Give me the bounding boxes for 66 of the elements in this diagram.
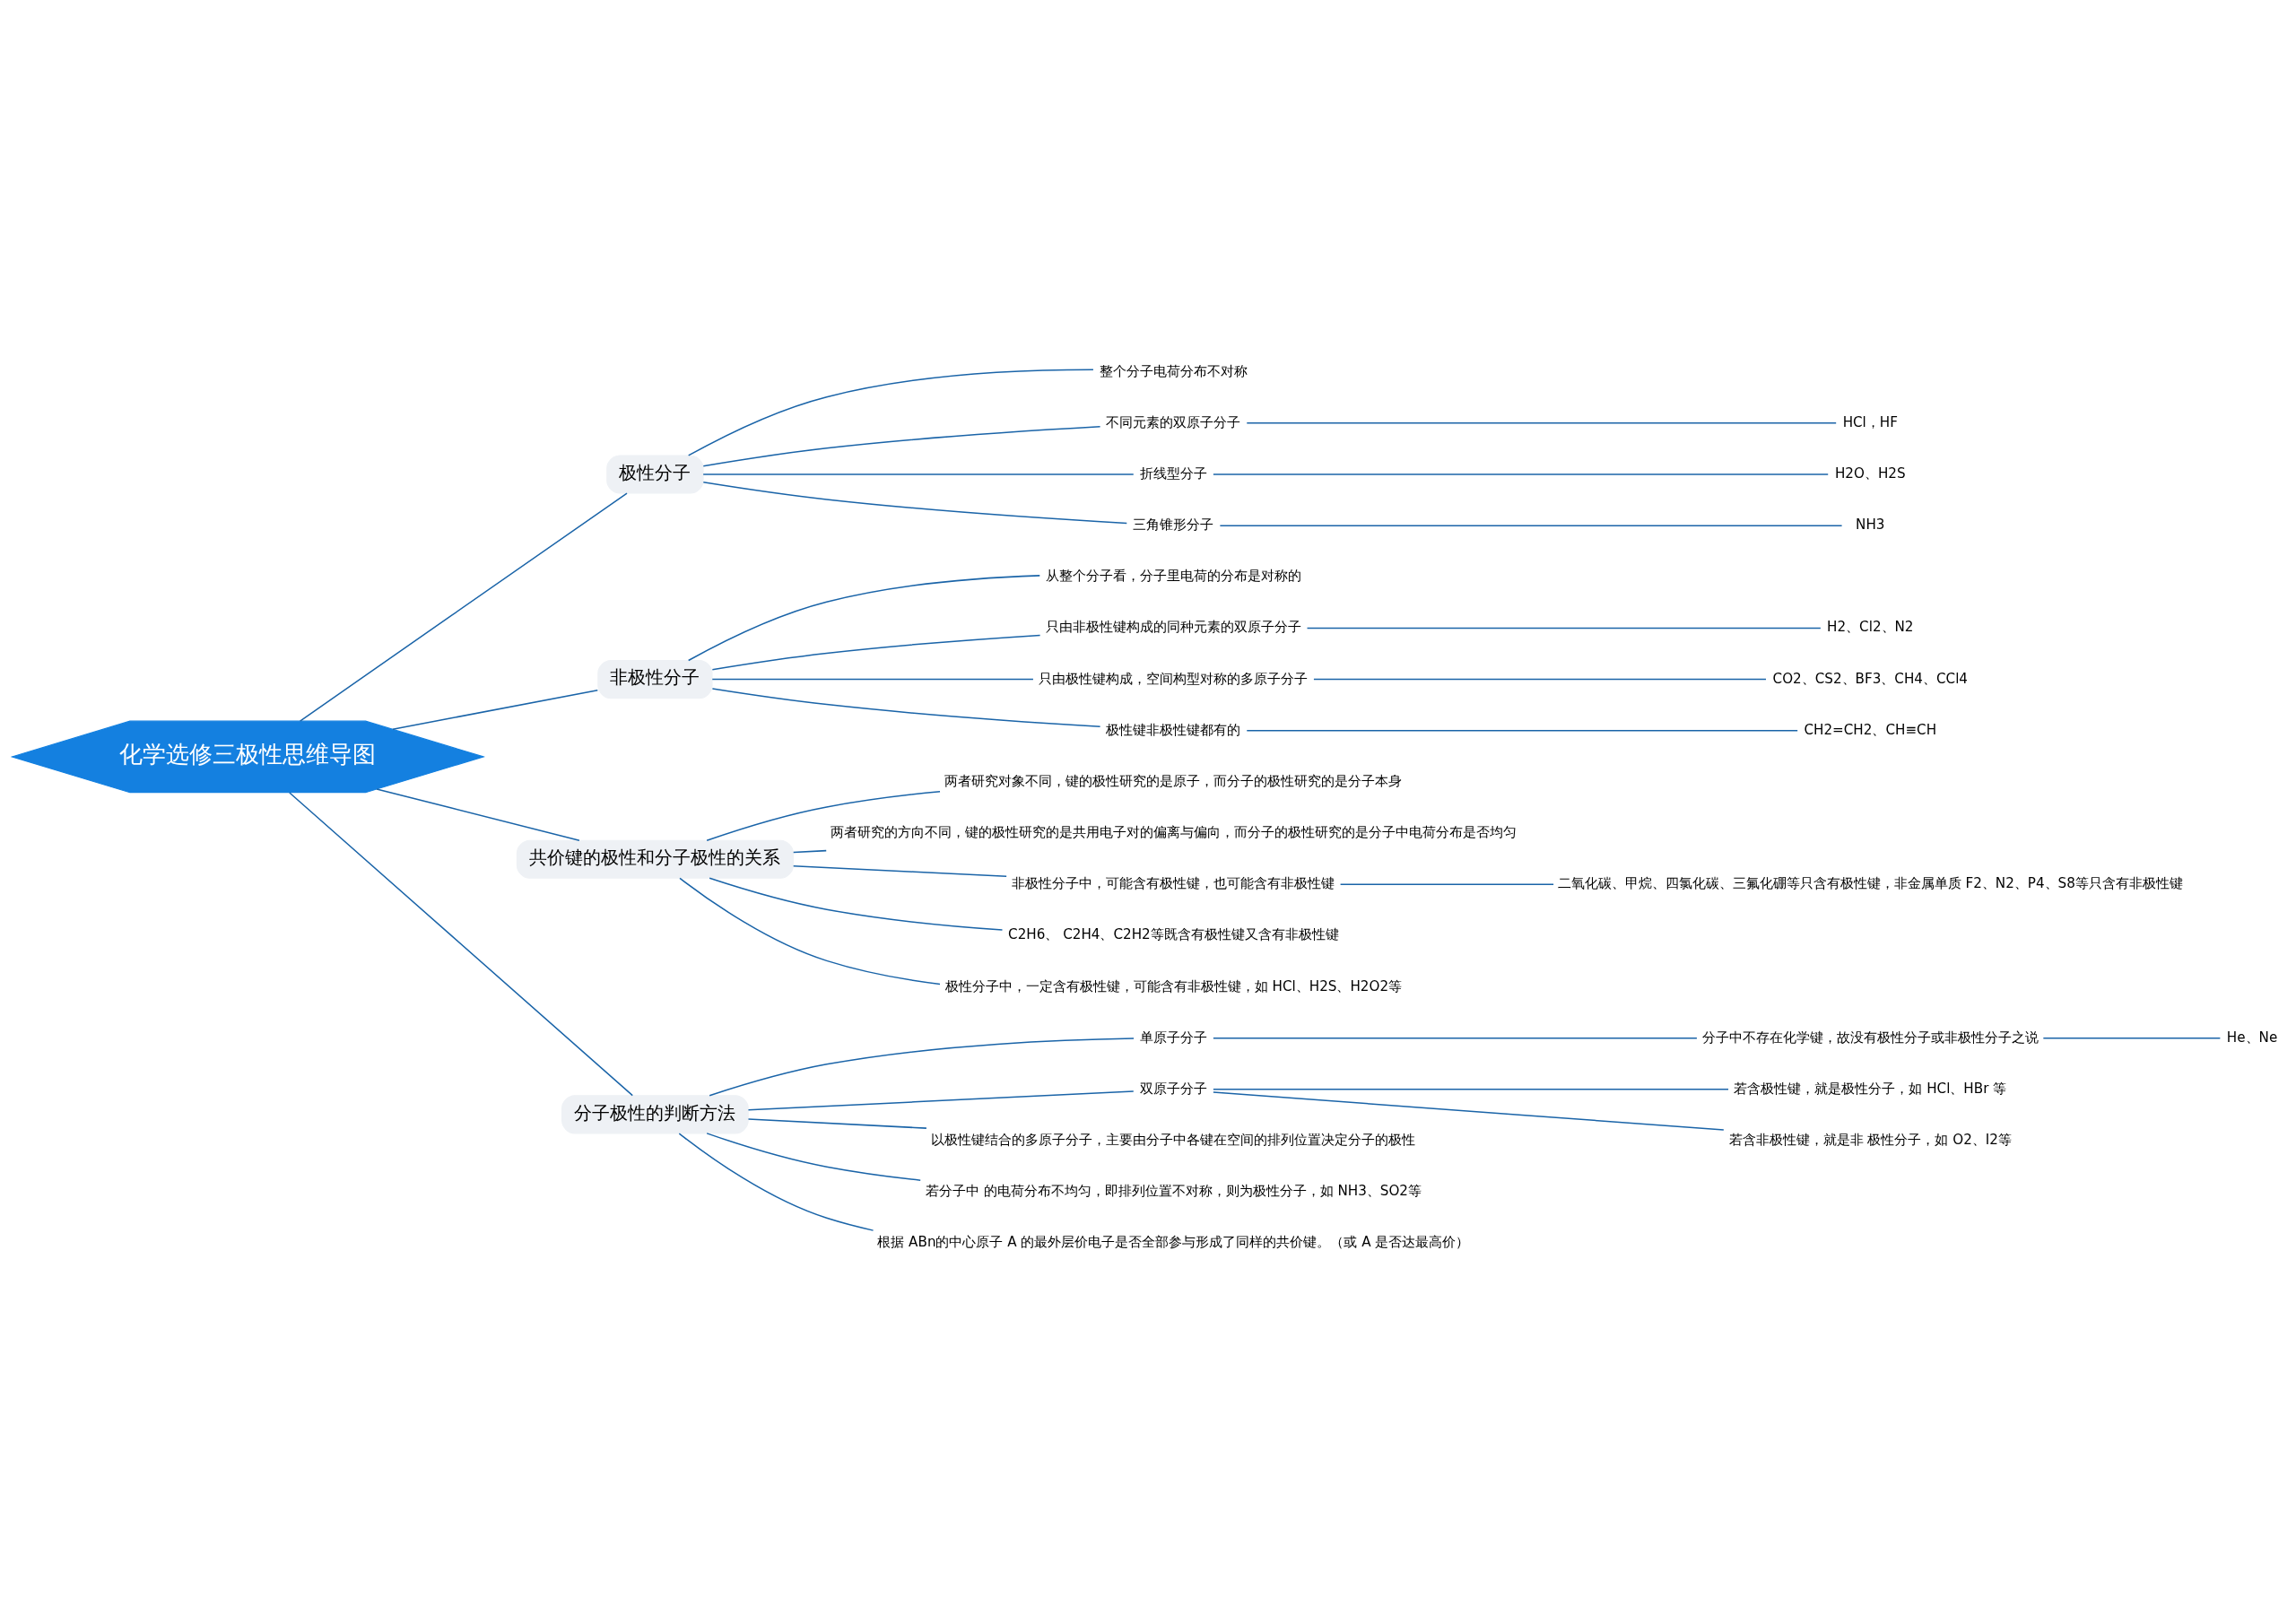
connector — [711, 634, 1041, 671]
connector — [1339, 883, 1554, 885]
node-text: 整个分子电荷分布不对称 — [1099, 362, 1248, 379]
node-text: 若含极性键，就是极性分子，如 HCl、HBr 等 — [1734, 1080, 2007, 1097]
connector — [702, 482, 1128, 525]
node-text: He、Ne — [2226, 1029, 2278, 1046]
connector — [678, 1133, 874, 1231]
connector — [706, 1133, 921, 1181]
node-text: 二氧化碳、甲烷、四氯化碳、三氟化硼等只含有极性键，非金属单质 F2、N2、P4、S8等只含有非极性键 — [1557, 875, 2183, 892]
connector — [792, 864, 1007, 877]
connector — [392, 689, 599, 730]
connector — [709, 1038, 1135, 1097]
node-text: 只由极性键构成，空间构型对称的多原子分子 — [1039, 670, 1309, 687]
connector — [1313, 678, 1767, 681]
connector — [706, 790, 941, 841]
connector — [1213, 1089, 1729, 1090]
connector — [1246, 730, 1798, 732]
connector — [2042, 1037, 2222, 1039]
connector — [299, 492, 628, 722]
connector — [747, 1118, 927, 1129]
node-text: 两者研究对象不同，键的极性研究的是原子，而分子的极性研究的是分子本身 — [944, 772, 1403, 789]
connector — [1306, 627, 1822, 630]
node-text: 极性分子中，一定含有极性键，可能含有非极性键，如 HCl、H2S、H2O2等 — [944, 977, 1403, 994]
node-text: 三角锥形分子 — [1133, 517, 1214, 534]
connector — [679, 877, 941, 985]
node-box: 分子极性的判断方法 — [561, 1095, 749, 1134]
connector — [709, 877, 1004, 931]
node-text: 分子中不存在化学键，故没有极性分子或非极性分子之说 — [1701, 1029, 2039, 1046]
node-text: CO2、CS2、BF3、CH4、CCl4 — [1772, 670, 1968, 687]
connector — [711, 678, 1034, 681]
node-text: NH3 — [1856, 517, 1885, 534]
node-text: C2H6、 C2H4、C2H2等既含有极性键又含有非极性键 — [1008, 926, 1339, 943]
node-text: 双原子分子 — [1139, 1080, 1207, 1097]
node-text: 以极性键结合的多原子分子，主要由分子中各键在空间的排列位置决定分子的极性 — [931, 1131, 1416, 1148]
connector — [1213, 473, 1829, 475]
connector — [1219, 525, 1843, 526]
connector — [1213, 1037, 1698, 1039]
node-text: 极性键非极性键都有的 — [1106, 721, 1241, 738]
node-text: 根据 ABn的中心原子 A 的最外层价电子是否全部参与形成了同样的共价键。（或 A 是否达最高价） — [877, 1234, 1470, 1251]
node-text: 从整个分子看，分子里电荷的分布是对称的 — [1045, 568, 1301, 585]
connector — [1246, 422, 1837, 424]
node-box: 共价键的极性和分子极性的关系 — [516, 839, 794, 879]
connector — [747, 1090, 1135, 1111]
node-box: 极性分子 — [606, 455, 704, 494]
node-text: HCl，HF — [1842, 413, 1898, 430]
node-box: 非极性分子 — [597, 660, 713, 699]
connector — [687, 575, 1041, 662]
node-text: 单原子分子 — [1139, 1029, 1207, 1046]
node-text: 若含非极性键，就是非 极性分子，如 O2、I2等 — [1728, 1131, 2012, 1148]
connector — [289, 792, 633, 1097]
node-text: 若分子中 的电荷分布不均匀，即排列位置不对称，则为极性分子，如 NH3、SO2等 — [925, 1183, 1422, 1200]
node-text: 折线型分子 — [1139, 465, 1207, 482]
node-text: 两者研究的方向不同，键的极性研究的是共用电子对的偏离与偏向，而分子的极性研究的是分子中电荷分布是否均匀 — [830, 824, 1517, 841]
connector — [792, 849, 827, 854]
connector — [687, 369, 1094, 456]
node-text: 只由非极性键构成的同种元素的双原子分子 — [1045, 619, 1301, 636]
connector — [1213, 1091, 1725, 1131]
node-text: H2O、H2S — [1834, 465, 1906, 482]
node-text: 非极性分子中，可能含有极性键，也可能含有非极性键 — [1012, 875, 1335, 892]
connector — [702, 473, 1135, 475]
connector — [702, 426, 1101, 467]
connector — [711, 688, 1101, 728]
connector — [376, 788, 580, 841]
node-text: CH2=CH2、CH≡CH — [1804, 721, 1937, 738]
node-text: H2、Cl2、N2 — [1827, 619, 1914, 636]
node-text: 不同元素的双原子分子 — [1106, 413, 1241, 430]
